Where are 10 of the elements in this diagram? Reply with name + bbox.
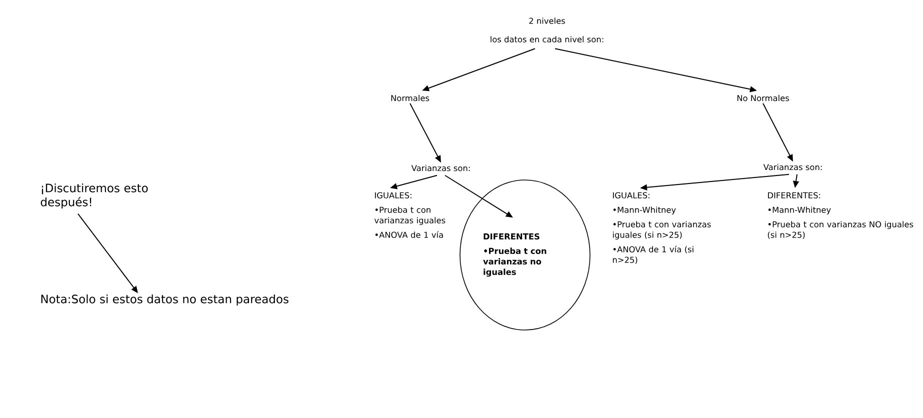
question-label: Varianzas son: <box>763 164 822 170</box>
result-text: IGUALES: •Mann-Whitney •Prueba t con varianzas iguales (si n>25) •ANOVA de 1 vía (si n>25) <box>612 192 711 264</box>
heading-text: 2 niveles los datos en cada nivel son: <box>490 18 604 42</box>
result-text: IGUALES: •Prueba t con varianzas iguales •ANOVA de 1 vía <box>374 192 446 238</box>
branch-label: No Normales <box>737 94 789 102</box>
branch-label: Normales <box>391 94 430 102</box>
note-text: Nota:Solo si estos datos no estan pareados <box>41 294 288 306</box>
result-text: DIFERENTES: •Mann-Whitney •Prueba t con varianzas NO iguales (si n>25) <box>768 192 914 239</box>
question-label: Varianzas son: <box>411 164 470 172</box>
note-text: ¡Discutiremos esto después! <box>40 183 148 209</box>
